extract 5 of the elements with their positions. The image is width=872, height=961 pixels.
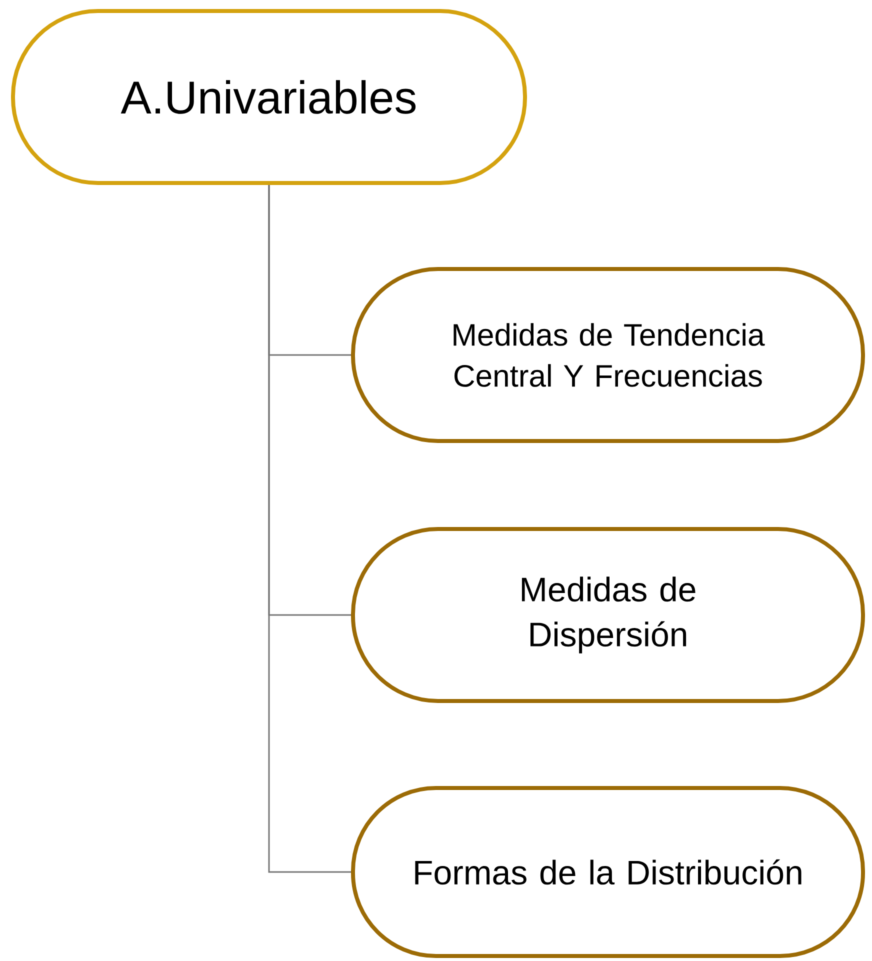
stadium-box: Formas de la Distribución bbox=[351, 786, 865, 958]
connector-line bbox=[268, 185, 351, 873]
stadium-box: A.Univariables bbox=[11, 9, 527, 185]
stadium-box: Medidas de Dispersión bbox=[351, 527, 865, 703]
stadium-box: Medidas de Tendencia Central Y Frecuencias bbox=[351, 267, 865, 443]
